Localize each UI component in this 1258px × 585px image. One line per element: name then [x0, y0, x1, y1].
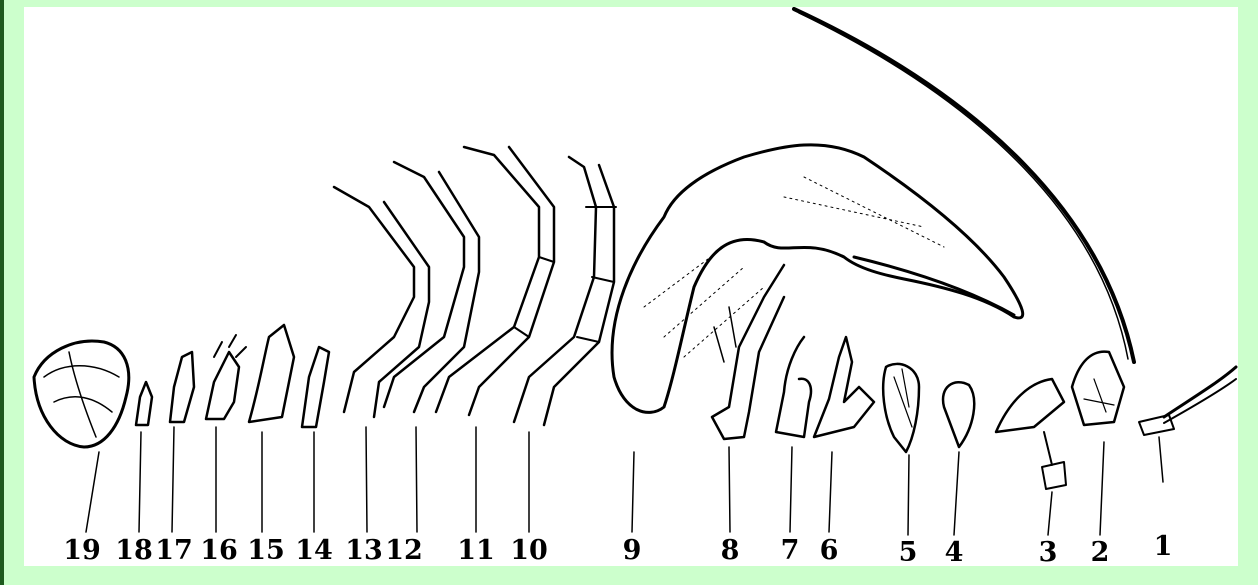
- appendage-8-detail: [714, 307, 736, 362]
- appendage-1: [1139, 415, 1174, 435]
- appendage-15: [249, 325, 294, 422]
- label-4: 4: [945, 537, 964, 566]
- label-11: 11: [457, 535, 495, 566]
- label-17: 17: [155, 535, 193, 566]
- appendage-9-shading: [644, 177, 944, 357]
- label-19: 19: [63, 535, 101, 566]
- label-8: 8: [721, 535, 740, 566]
- appendage-8: [712, 265, 784, 439]
- appendage-3: [996, 379, 1064, 432]
- appendage-4: [943, 382, 974, 447]
- appendage-18: [136, 382, 152, 425]
- label-10: 10: [510, 535, 548, 566]
- antennule-flagellum-2: [1164, 379, 1236, 423]
- appendage-13: [334, 187, 429, 417]
- antennule-flagellum: [1164, 367, 1236, 417]
- appendage-6: [814, 337, 874, 437]
- label-13: 13: [345, 535, 383, 566]
- label-12: 12: [385, 535, 423, 566]
- antenna-whip-inner: [799, 13, 1128, 359]
- crayfish-appendages-drawing: 1 2 3 4 5 6 7 8 9 10 11 12 13 14 15 16 1…: [24, 7, 1238, 566]
- appendage-19-detail: [44, 352, 119, 437]
- label-15: 15: [247, 535, 285, 566]
- label-18: 18: [115, 535, 153, 566]
- label-16: 16: [200, 535, 238, 566]
- appendage-14: [302, 347, 329, 427]
- appendage-19: [34, 341, 129, 447]
- appendage-5: [883, 364, 919, 452]
- label-14: 14: [295, 535, 333, 566]
- appendage-11: [436, 147, 554, 415]
- label-7: 7: [781, 535, 800, 566]
- leader-lines: [86, 427, 1163, 535]
- left-border: [0, 0, 4, 585]
- label-9: 9: [623, 535, 642, 566]
- label-1: 1: [1154, 531, 1173, 562]
- appendage-17: [170, 352, 194, 422]
- appendage-9-claw: [612, 145, 1023, 413]
- appendage-7: [776, 337, 811, 437]
- label-6: 6: [820, 535, 839, 566]
- illustration-panel: 1 2 3 4 5 6 7 8 9 10 11 12 13 14 15 16 1…: [24, 7, 1238, 566]
- appendage-5-detail: [894, 369, 912, 427]
- appendage-3-stalk: [1042, 432, 1066, 489]
- label-2: 2: [1091, 537, 1110, 566]
- number-labels: 1 2 3 4 5 6 7 8 9 10 11 12 13 14 15 16 1…: [63, 531, 1172, 566]
- label-5: 5: [899, 537, 918, 566]
- appendage-2-detail: [1084, 379, 1114, 412]
- antenna-whip: [794, 9, 1134, 362]
- appendage-16: [206, 352, 239, 419]
- label-3: 3: [1039, 537, 1058, 566]
- appendage-12: [384, 162, 479, 412]
